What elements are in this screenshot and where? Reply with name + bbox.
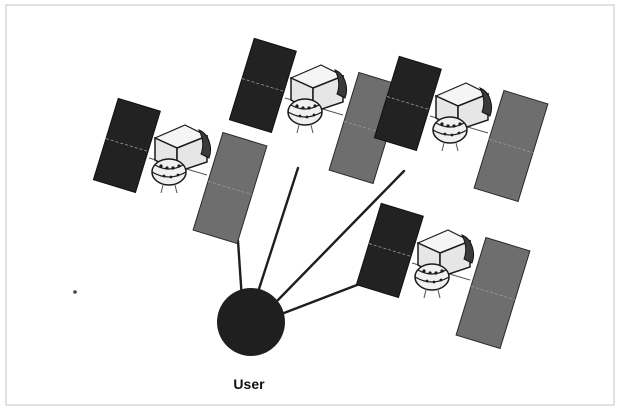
figure-frame	[5, 4, 615, 406]
satellite-3	[373, 55, 549, 203]
link-satellite-2	[256, 166, 300, 294]
link-satellite-3	[276, 169, 406, 302]
satellite-4	[355, 202, 531, 350]
stray-dot	[73, 290, 77, 294]
user-node	[217, 288, 285, 356]
user-label: User	[233, 376, 265, 392]
link-satellite-4	[282, 278, 372, 315]
